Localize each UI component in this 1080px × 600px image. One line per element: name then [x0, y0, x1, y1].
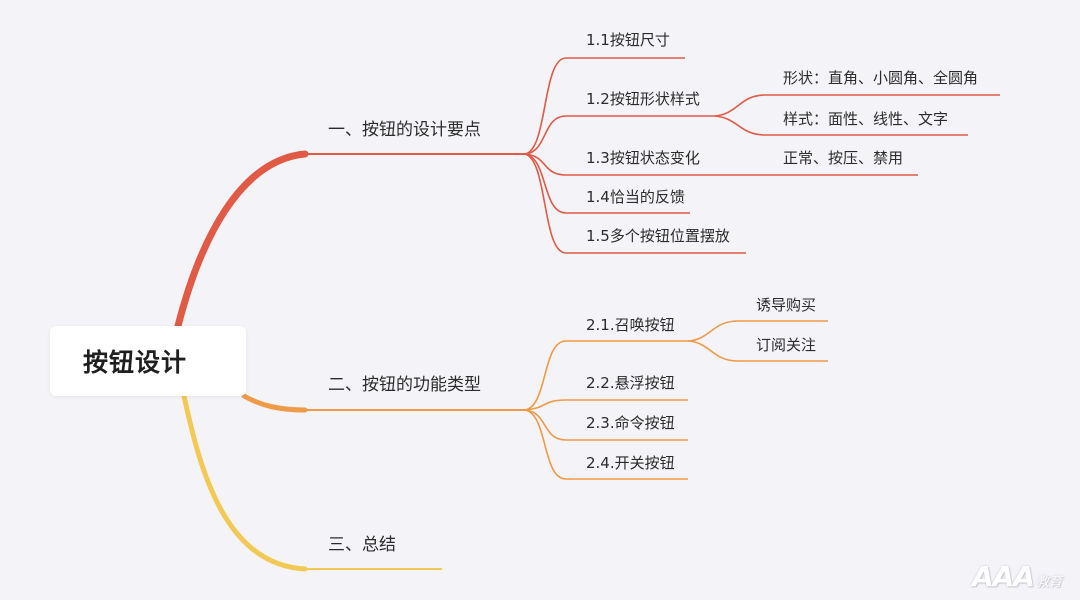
connector-1-2: [524, 115, 567, 155]
node-1-1[interactable]: 1.1按钮尺寸: [586, 31, 670, 49]
watermark-small: 教育: [1036, 575, 1063, 590]
node-2-1-a[interactable]: 诱导购买: [756, 296, 817, 314]
root-label: 按钮设计: [83, 348, 188, 377]
node-1-3-a[interactable]: 正常、按压、禁用: [783, 149, 904, 167]
connector-root-branch-2: [241, 393, 308, 413]
connector-2-4: [524, 409, 567, 480]
connector-2-1-b: [687, 340, 739, 362]
node-1-4[interactable]: 1.4恰当的反馈: [586, 188, 685, 206]
connector-2-1-a: [687, 320, 739, 342]
connector-1-2-b: [714, 115, 766, 136]
watermark-main: AAA: [972, 560, 1035, 593]
connector-1-2-a: [714, 94, 766, 117]
node-2-1[interactable]: 2.1.召唤按钮: [586, 316, 675, 334]
node-1-2-b[interactable]: 样式：面性、线性、文字: [783, 110, 949, 128]
node-1-3[interactable]: 1.3按钮状态变化: [586, 149, 700, 167]
connector-1-3: [524, 153, 567, 176]
connector-root-branch-1: [174, 150, 309, 330]
node-2-2[interactable]: 2.2.悬浮按钮: [586, 374, 675, 392]
branch-3-label[interactable]: 三、总结: [328, 535, 396, 555]
connector-1-4: [524, 153, 567, 214]
connector-2-2: [524, 399, 567, 411]
branch-2-label[interactable]: 二、按钮的功能类型: [328, 375, 481, 395]
node-1-2-a[interactable]: 形状：直角、小圆角、全圆角: [783, 69, 979, 87]
node-2-1-b[interactable]: 订阅关注: [756, 336, 817, 354]
connector-root-branch-3: [181, 393, 308, 572]
connector-1-1: [524, 57, 567, 155]
connector-2-1: [524, 340, 567, 411]
node-1-5[interactable]: 1.5多个按钮位置摆放: [586, 227, 730, 245]
node-2-4[interactable]: 2.4.开关按钮: [586, 454, 675, 472]
connector-2-3: [524, 409, 567, 441]
root-node[interactable]: 按钮设计: [50, 326, 246, 396]
node-1-2[interactable]: 1.2按钮形状样式: [586, 90, 700, 108]
connector-1-5: [524, 153, 567, 254]
node-2-3[interactable]: 2.3.命令按钮: [586, 414, 675, 432]
branch-1-label[interactable]: 一、按钮的设计要点: [328, 120, 481, 140]
